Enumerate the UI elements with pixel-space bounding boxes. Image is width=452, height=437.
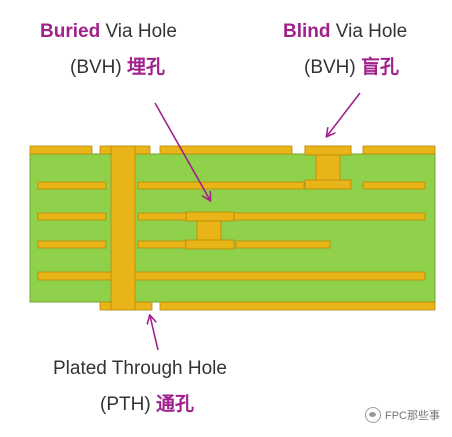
bottom-copper-layer: [99, 301, 436, 311]
buried-via-label-line2: (BVH) 埋孔: [70, 57, 166, 78]
blind-via-label-line2: (BVH) 盲孔: [304, 57, 400, 78]
plated-through-hole: [110, 145, 136, 311]
blind-via-arrow: [327, 92, 361, 136]
buried-via-label-line1: Buried Via Hole: [40, 21, 177, 42]
buried-via-arrow: [154, 102, 210, 200]
plated-through-hole-label-line2: (PTH) 通孔: [100, 394, 194, 415]
inner-layer-2: [37, 212, 426, 221]
plated-through-hole-arrow: [150, 316, 159, 351]
top-copper-layer: [29, 145, 436, 155]
watermark: FPC那些事: [365, 407, 440, 423]
plated-through-hole-label-line1: Plated Through Hole: [53, 358, 227, 379]
inner-layer-4: [37, 271, 426, 281]
inner-layer-3: [37, 240, 331, 249]
inner-layer-1: [37, 181, 426, 190]
blind-via-label-line1: Blind Via Hole: [283, 21, 408, 42]
buried-via: [185, 211, 235, 250]
wechat-icon: [365, 407, 381, 423]
blind-via: [304, 145, 352, 190]
